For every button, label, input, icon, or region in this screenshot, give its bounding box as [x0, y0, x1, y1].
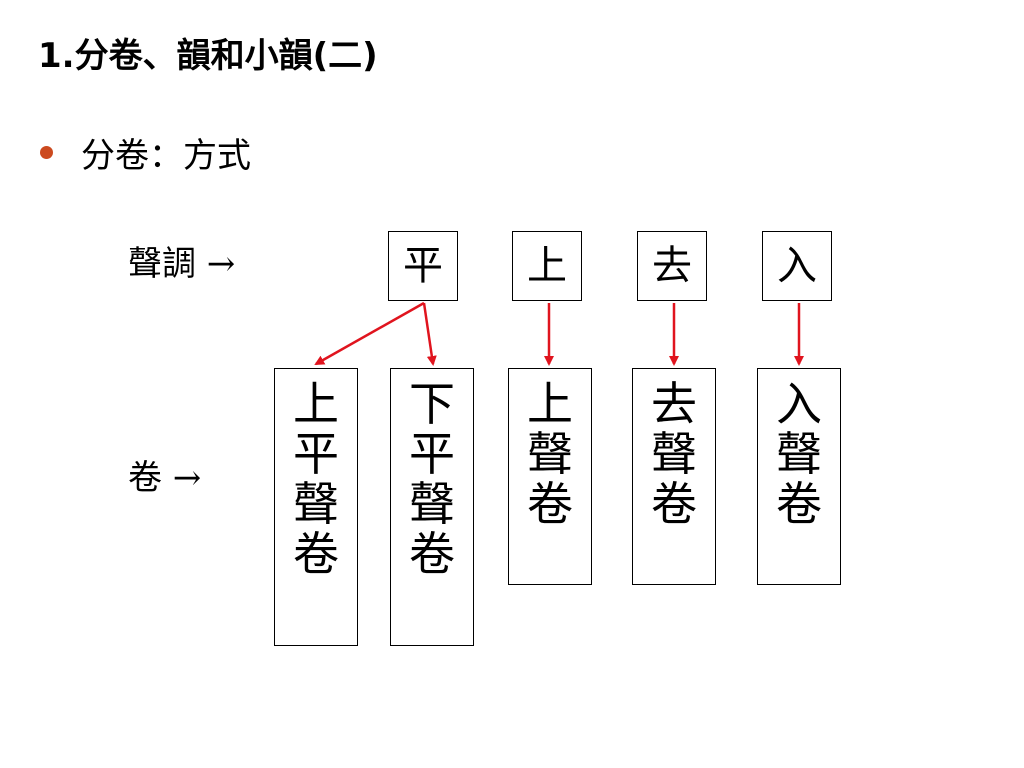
volume-char: 上 — [527, 377, 573, 431]
volume-char: 聲 — [651, 427, 697, 481]
tone-box-shang: 上 — [512, 231, 582, 301]
bullet-item: 分卷：方式 — [40, 122, 251, 182]
volume-char: 卷 — [651, 477, 697, 531]
bullet-dot-icon — [40, 145, 53, 159]
volume-char: 卷 — [409, 527, 455, 581]
volume-char: 聲 — [293, 477, 339, 531]
volume-char: 下 — [409, 377, 455, 431]
volume-char: 入 — [776, 377, 822, 431]
volume-char: 平 — [409, 427, 455, 481]
tone-label: 上 — [527, 243, 567, 289]
slide-title: 1.分卷、韻和小韻(二) — [38, 36, 378, 76]
volume-box-lower-ping: 下 平 聲 卷 — [390, 368, 474, 646]
volume-char: 卷 — [776, 477, 822, 531]
volume-box-shang: 上 聲 卷 — [508, 368, 592, 585]
tone-label: 入 — [777, 243, 817, 289]
volume-char: 聲 — [776, 427, 822, 481]
volumes-row-label: 卷 → — [128, 458, 202, 498]
arrow-ping-to-upper-ping — [314, 301, 425, 366]
tone-box-ping: 平 — [388, 231, 458, 301]
volume-char: 上 — [293, 377, 339, 431]
volume-box-upper-ping: 上 平 聲 卷 — [274, 368, 358, 646]
volume-char: 去 — [651, 377, 697, 431]
tones-row-label: 聲調 → — [128, 244, 236, 284]
volume-char: 卷 — [293, 527, 339, 581]
tone-label: 去 — [652, 243, 692, 289]
volume-box-qu: 去 聲 卷 — [632, 368, 716, 585]
arrow-ping-to-lower-ping — [422, 302, 437, 366]
volume-char: 平 — [293, 427, 339, 481]
volume-box-ru: 入 聲 卷 — [757, 368, 841, 585]
tone-box-qu: 去 — [637, 231, 707, 301]
volume-char: 卷 — [527, 477, 573, 531]
volume-char: 聲 — [527, 427, 573, 481]
bullet-text: 分卷：方式 — [81, 135, 251, 176]
tone-box-ru: 入 — [762, 231, 832, 301]
tone-label: 平 — [403, 243, 443, 289]
volume-char: 聲 — [409, 477, 455, 531]
